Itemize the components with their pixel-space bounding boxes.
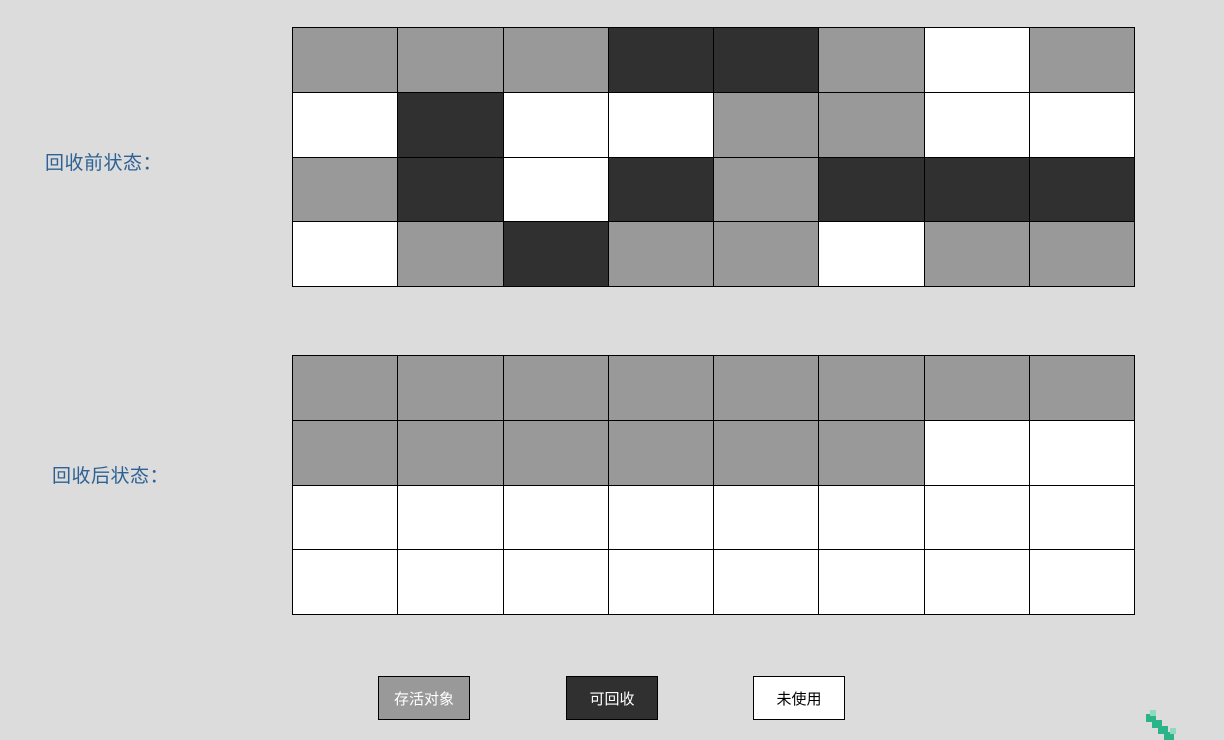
memory-cell-garbage — [608, 157, 714, 223]
memory-cell-unused — [924, 485, 1030, 551]
memory-cell-unused — [503, 550, 609, 615]
stair-logo-icon — [1146, 710, 1176, 740]
memory-cell-live — [1029, 28, 1135, 93]
memory-cell-unused — [1029, 485, 1135, 551]
memory-cell-garbage — [398, 92, 504, 158]
memory-cell-garbage — [608, 28, 714, 93]
memory-cell-live — [293, 28, 399, 93]
memory-cell-live — [1029, 356, 1135, 421]
memory-cell-live — [398, 28, 504, 93]
memory-cell-unused — [398, 485, 504, 551]
memory-grid-after — [292, 355, 1135, 615]
memory-grid-before — [292, 27, 1135, 287]
memory-cell-unused — [819, 485, 925, 551]
memory-cell-live — [398, 420, 504, 486]
memory-cell-unused — [819, 550, 925, 615]
memory-cell-live — [608, 222, 714, 287]
memory-cell-live — [924, 222, 1030, 287]
memory-cell-live — [714, 157, 820, 223]
memory-cell-garbage — [1029, 157, 1135, 223]
memory-cell-unused — [1029, 92, 1135, 158]
memory-cell-unused — [924, 550, 1030, 615]
memory-cell-unused — [1029, 420, 1135, 486]
memory-cell-unused — [714, 550, 820, 615]
memory-cell-unused — [293, 550, 399, 615]
memory-cell-live — [503, 356, 609, 421]
after-state-label: 回收后状态： — [52, 465, 170, 487]
memory-cell-live — [503, 420, 609, 486]
memory-cell-live — [924, 356, 1030, 421]
memory-cell-live — [714, 356, 820, 421]
memory-cell-unused — [293, 222, 399, 287]
memory-cell-live — [1029, 222, 1135, 287]
memory-cell-unused — [398, 550, 504, 615]
memory-cell-live — [293, 356, 399, 421]
memory-cell-unused — [608, 92, 714, 158]
legend-live-objects: 存活对象 — [378, 676, 470, 720]
memory-cell-garbage — [924, 157, 1030, 223]
memory-cell-live — [608, 420, 714, 486]
memory-cell-live — [714, 92, 820, 158]
memory-cell-unused — [608, 485, 714, 551]
memory-cell-garbage — [398, 157, 504, 223]
memory-cell-unused — [924, 92, 1030, 158]
memory-cell-live — [398, 222, 504, 287]
memory-cell-live — [819, 356, 925, 421]
memory-cell-live — [293, 157, 399, 223]
memory-cell-unused — [503, 92, 609, 158]
memory-cell-garbage — [503, 222, 609, 287]
memory-cell-unused — [1029, 550, 1135, 615]
memory-cell-unused — [819, 222, 925, 287]
memory-cell-unused — [503, 485, 609, 551]
legend-reclaimable: 可回收 — [566, 676, 658, 720]
memory-cell-unused — [924, 28, 1030, 93]
legend-unused: 未使用 — [753, 676, 845, 720]
memory-cell-live — [819, 420, 925, 486]
memory-cell-live — [819, 28, 925, 93]
memory-cell-garbage — [819, 157, 925, 223]
memory-cell-unused — [503, 157, 609, 223]
memory-cell-live — [398, 356, 504, 421]
memory-cell-unused — [293, 485, 399, 551]
memory-cell-unused — [714, 485, 820, 551]
memory-cell-live — [293, 420, 399, 486]
memory-cell-unused — [608, 550, 714, 615]
memory-cell-garbage — [714, 28, 820, 93]
memory-cell-live — [503, 28, 609, 93]
memory-cell-live — [714, 222, 820, 287]
memory-cell-unused — [924, 420, 1030, 486]
memory-cell-live — [608, 356, 714, 421]
memory-cell-live — [714, 420, 820, 486]
memory-cell-unused — [293, 92, 399, 158]
memory-cell-live — [819, 92, 925, 158]
before-state-label: 回收前状态： — [45, 152, 163, 174]
